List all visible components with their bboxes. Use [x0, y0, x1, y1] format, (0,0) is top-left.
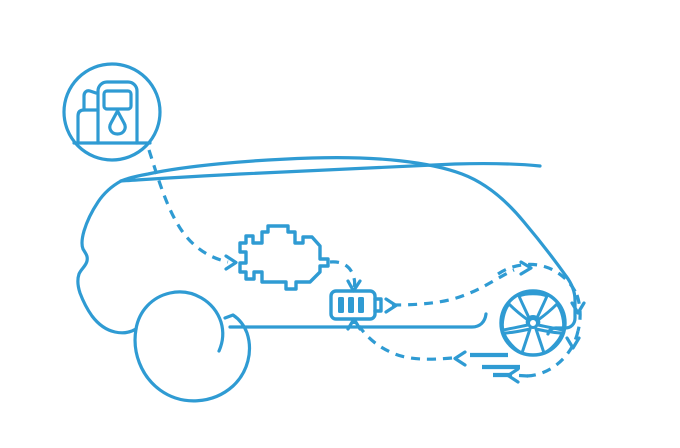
battery-bar-2	[348, 297, 354, 313]
fuel-pump-body	[96, 80, 139, 145]
car-body-outline	[76, 156, 577, 403]
fuel-pump-node[interactable]	[62, 62, 162, 162]
fuel-pump-display	[102, 89, 133, 111]
battery-terminal	[373, 297, 383, 313]
car-front-wheel-arch-upper	[134, 290, 225, 353]
flow-loop-bottom-tail	[509, 373, 529, 378]
flow-wheel-regen-loop	[497, 260, 586, 384]
flow-loop-right-upper-arrowhead	[570, 301, 586, 315]
car-front-bumper	[76, 179, 138, 335]
fuel-pump-circle-badge	[62, 62, 162, 162]
wheel-spoke-5	[534, 327, 564, 355]
flow-battery-to-wheel-path	[391, 268, 515, 307]
flow-wheel-to-battery	[346, 317, 467, 367]
wheel-spoke-2	[500, 302, 530, 332]
flow-wheel-to-battery-path	[357, 325, 453, 361]
fuel-nozzle-handle	[82, 89, 98, 112]
flow-loop-right-lower-arrowhead	[565, 336, 581, 350]
car-roof-and-rear-line	[119, 156, 577, 330]
battery-bar-3	[358, 297, 364, 313]
flow-wheel-to-battery-arrowhead	[453, 350, 467, 367]
wheel-hub-center	[527, 317, 539, 329]
engine-node[interactable]	[238, 224, 330, 291]
speed-lines-decoration	[470, 352, 520, 378]
flow-battery-to-wheel-arrowhead	[384, 297, 398, 314]
fuel-nozzle-base	[76, 108, 100, 145]
battery-bar-1	[338, 297, 344, 313]
battery-node[interactable]	[329, 289, 383, 321]
engine-icon	[238, 224, 330, 291]
flow-fuel-to-engine-arrowhead	[224, 254, 238, 271]
flow-engine-to-battery-path	[329, 260, 357, 289]
flow-engine-to-battery	[329, 260, 362, 293]
car-hood-line	[119, 162, 542, 183]
wheel-node[interactable]	[499, 289, 567, 357]
car-sill-line	[228, 312, 488, 329]
wheel-spoke-4	[502, 327, 532, 355]
flow-engine-to-battery-arrowhead	[346, 279, 362, 293]
wheel-spoke-1	[517, 292, 549, 320]
wheel-spokes	[500, 292, 566, 355]
flow-fuel-to-engine-path	[147, 149, 229, 264]
fuel-pump-icon	[72, 80, 152, 145]
fuel-droplet-icon	[108, 109, 127, 136]
flow-battery-to-wheel	[384, 268, 515, 314]
wheel-spoke-3	[536, 302, 566, 332]
flow-loop-top-arrowhead	[519, 260, 533, 276]
flow-loop-right-upper	[575, 294, 582, 332]
flow-loop-right-lower	[525, 330, 580, 378]
flow-fuel-to-engine	[147, 149, 238, 271]
